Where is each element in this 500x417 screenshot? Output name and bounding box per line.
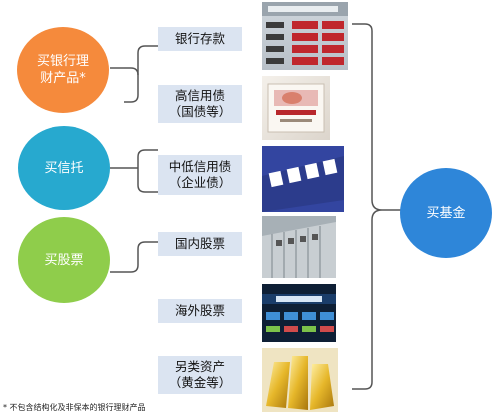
footnote: * 不包含结构化及非保本的银行理财产品 — [3, 403, 146, 412]
treasury-bond-photo — [262, 76, 330, 140]
product-bank-deposit: 银行存款 — [158, 27, 242, 51]
node-bank-wealth-line1: 买银行理 — [36, 54, 89, 69]
nasdaq-graphic — [262, 284, 336, 342]
product-alternative-assets-line1: 另类资产 — [174, 359, 225, 374]
bracket-stock — [110, 241, 158, 273]
product-high-grade-bond-line1: 高信用债 — [174, 88, 225, 103]
bank-rate-board-photo — [262, 2, 348, 70]
bond-issuance-graphic — [262, 146, 344, 212]
product-alternative-assets-line2: （黄金等） — [168, 375, 232, 390]
bracket-bank — [124, 45, 158, 103]
node-fund-label: 买基金 — [426, 205, 466, 221]
bond-issuance-photo — [262, 146, 344, 212]
node-stock-label: 买股票 — [44, 252, 84, 268]
gold-bars-graphic — [262, 348, 338, 412]
product-domestic-stock: 国内股票 — [158, 232, 242, 256]
product-alternative-assets: 另类资产 （黄金等） — [158, 356, 242, 394]
bank-rate-board-graphic — [262, 2, 348, 65]
node-bank-wealth: 买银行理 财产品* — [17, 27, 109, 113]
bracket-trust — [137, 149, 158, 193]
node-stock: 买股票 — [18, 217, 110, 303]
product-overseas-stock-label: 海外股票 — [174, 303, 225, 318]
product-domestic-stock-label: 国内股票 — [174, 236, 225, 251]
stock-exchange-building-graphic — [262, 216, 336, 278]
bracket-fund — [352, 23, 402, 390]
node-trust: 买信托 — [18, 126, 110, 210]
product-low-grade-bond-line2: （企业债） — [168, 175, 232, 190]
node-fund: 买基金 — [400, 168, 492, 258]
nasdaq-photo — [262, 284, 336, 342]
product-low-grade-bond: 中低信用债 （企业债） — [158, 155, 242, 195]
product-high-grade-bond-line2: （国债等） — [168, 104, 232, 119]
stock-exchange-building-photo — [262, 216, 336, 278]
product-bank-deposit-label: 银行存款 — [174, 31, 225, 46]
node-trust-label: 买信托 — [44, 160, 84, 176]
product-low-grade-bond-line1: 中低信用债 — [168, 159, 232, 174]
node-bank-wealth-line2: 财产品* — [40, 71, 86, 86]
product-overseas-stock: 海外股票 — [158, 299, 242, 323]
gold-bars-photo — [262, 348, 338, 412]
treasury-bond-graphic — [267, 83, 325, 133]
product-high-grade-bond: 高信用债 （国债等） — [158, 85, 242, 123]
